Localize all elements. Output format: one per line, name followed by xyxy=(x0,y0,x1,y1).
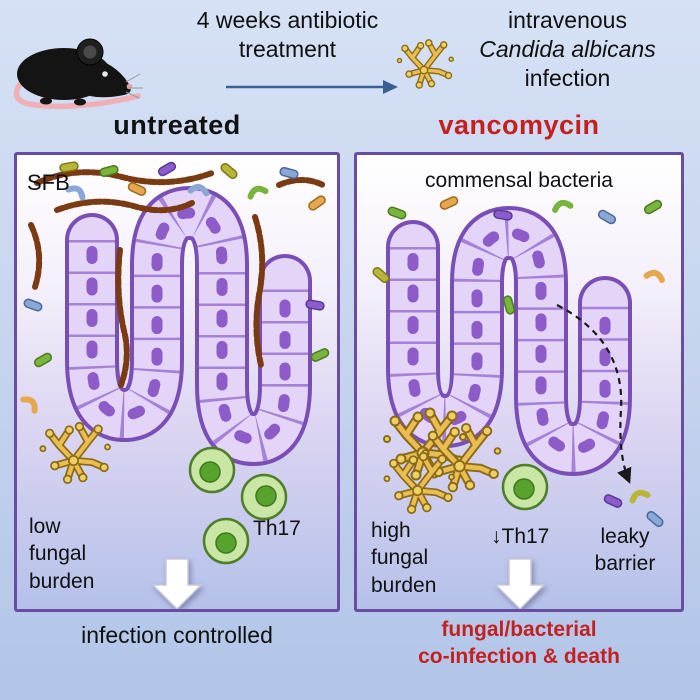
vancomycin-panel: commensal bacteria high fungal burden ↓T… xyxy=(354,152,684,612)
sfb-label: SFB xyxy=(27,170,70,195)
treatment-arrow-icon xyxy=(226,80,398,94)
vancomycin-outcome-label: fungal/bacterial co-infection & death xyxy=(418,618,620,669)
th17-cell xyxy=(501,463,549,511)
low-fungal-burden-label: low fungal burden xyxy=(29,515,95,593)
outcome-arrow-icon xyxy=(151,558,203,609)
th17-label: ↓Th17 xyxy=(491,525,550,548)
high-fungal-burden-label: high fungal burden xyxy=(371,519,437,597)
treatment-label: 4 weeks antibiotic treatment xyxy=(196,7,379,62)
mouse-eye xyxy=(102,71,108,77)
infection-line-2: infection xyxy=(524,64,611,91)
low-fungal-burden-icon xyxy=(40,423,110,483)
commensal-bacteria-label: commensal bacteria xyxy=(425,169,613,192)
intestine-illustration-vancomycin xyxy=(372,196,665,609)
leaked-bacteria xyxy=(603,489,664,527)
infection-line-1: intravenous xyxy=(508,7,627,33)
th17-label: Th17 xyxy=(253,517,301,540)
infection-species: Candida albicans xyxy=(479,35,656,62)
leaky-barrier-label: leaky barrier xyxy=(594,525,656,576)
untreated-outcome-label: infection controlled xyxy=(81,622,273,648)
leaky-arrow-icon xyxy=(556,304,632,484)
mouse-head xyxy=(88,56,131,98)
right-column-title: vancomycin xyxy=(438,110,600,140)
commensal-bacteria xyxy=(20,161,330,414)
intestine-illustration-untreated xyxy=(20,161,330,609)
untreated-panel: SFB low fungal burden Th17 xyxy=(14,152,340,612)
commensal-bacteria xyxy=(372,196,665,315)
intestine-epithelium xyxy=(65,185,312,467)
left-column-title: untreated xyxy=(113,110,241,140)
mouse-tail xyxy=(13,81,141,110)
infection-label: intravenous Candida albicans infection xyxy=(445,6,690,92)
mouse-whiskers xyxy=(125,73,143,99)
mouse-icon xyxy=(13,38,143,110)
th17-cells xyxy=(188,446,288,565)
outcome-arrow-icon xyxy=(494,558,546,609)
sfb-filaments xyxy=(28,169,326,388)
intestine-epithelium xyxy=(386,205,632,477)
